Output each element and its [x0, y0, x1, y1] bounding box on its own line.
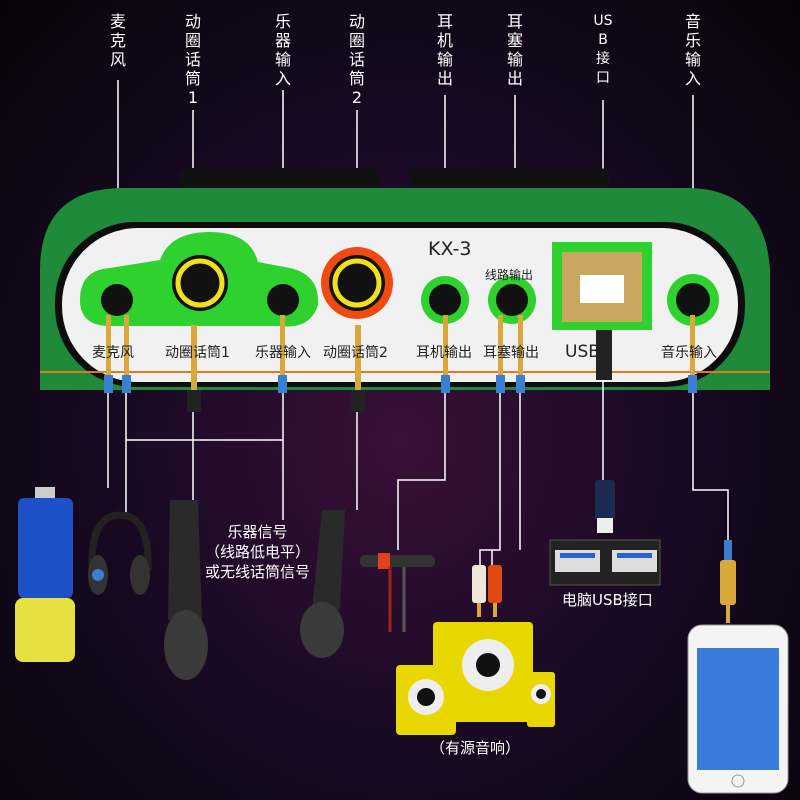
condenser-mic-icon [15, 487, 75, 662]
panel-label-music-in: 音乐输入 [661, 345, 717, 361]
label-dynamic-mic-1: 动圈话筒1 [184, 12, 201, 107]
speakers-label: （有源音响） [430, 739, 521, 757]
label-mic: 麦克风 [109, 12, 126, 69]
note-line-2: （线路低电平） [205, 543, 311, 561]
dynamic-mic-1-icon [164, 500, 208, 680]
model-name: KX-3 [428, 238, 472, 260]
headphone-jack [429, 284, 461, 316]
usb-b-port [580, 275, 624, 303]
usb-hub-icon [549, 539, 661, 586]
knob-right [410, 168, 610, 192]
usb-plug-icon [595, 480, 615, 533]
label-instrument-in: 乐器输入 [274, 12, 291, 88]
rca-plugs-icon [472, 565, 502, 617]
aux-plug-icon [720, 540, 736, 623]
label-dynamic-mic-2: 动圈话筒2 [348, 12, 365, 107]
pc-usb-label: 电脑USB接口 [562, 591, 653, 609]
mic-jack [101, 284, 133, 316]
leader-lines [117, 80, 694, 225]
note-line-3: 或无线话筒信号 [205, 563, 311, 581]
smartphone-icon [687, 624, 789, 794]
line-out-label: 线路输出 [485, 268, 534, 282]
dynamic-mic-2-icon [300, 510, 345, 658]
earphones-icon [360, 553, 435, 632]
panel-label-dynamic-mic-2: 动圈话筒2 [323, 345, 388, 361]
label-earphone-out: 耳塞输出 [506, 12, 523, 88]
label-usb: USB接口 [593, 13, 613, 86]
panel-label-usb: USB [565, 342, 600, 362]
earphone-jack [496, 284, 528, 316]
panel-label-instrument: 乐器输入 [255, 345, 311, 361]
label-music-in: 音乐输入 [684, 12, 701, 88]
panel-label-dynamic-mic-1: 动圈话筒1 [165, 345, 230, 361]
panel-label-headphone: 耳机输出 [416, 345, 472, 361]
speakers-icon [396, 622, 555, 735]
dynamic-mic1-jack [175, 258, 225, 308]
note-line-1: 乐器信号 [227, 523, 288, 541]
knob-left [180, 168, 380, 192]
instrument-jack [267, 284, 299, 316]
instrument-signal-note: 乐器信号 （线路低电平） 或无线话筒信号 [205, 522, 310, 582]
panel-label-mic: 麦克风 [92, 345, 134, 361]
panel-label-earphone: 耳塞输出 [483, 345, 539, 361]
headphones-icon [88, 511, 152, 595]
label-headphone-out: 耳机输出 [436, 12, 453, 88]
plugs [104, 315, 697, 412]
jacks [80, 232, 719, 330]
music-in-jack [676, 283, 710, 317]
dynamic-mic2-jack [332, 258, 382, 308]
device-lines [107, 380, 729, 565]
